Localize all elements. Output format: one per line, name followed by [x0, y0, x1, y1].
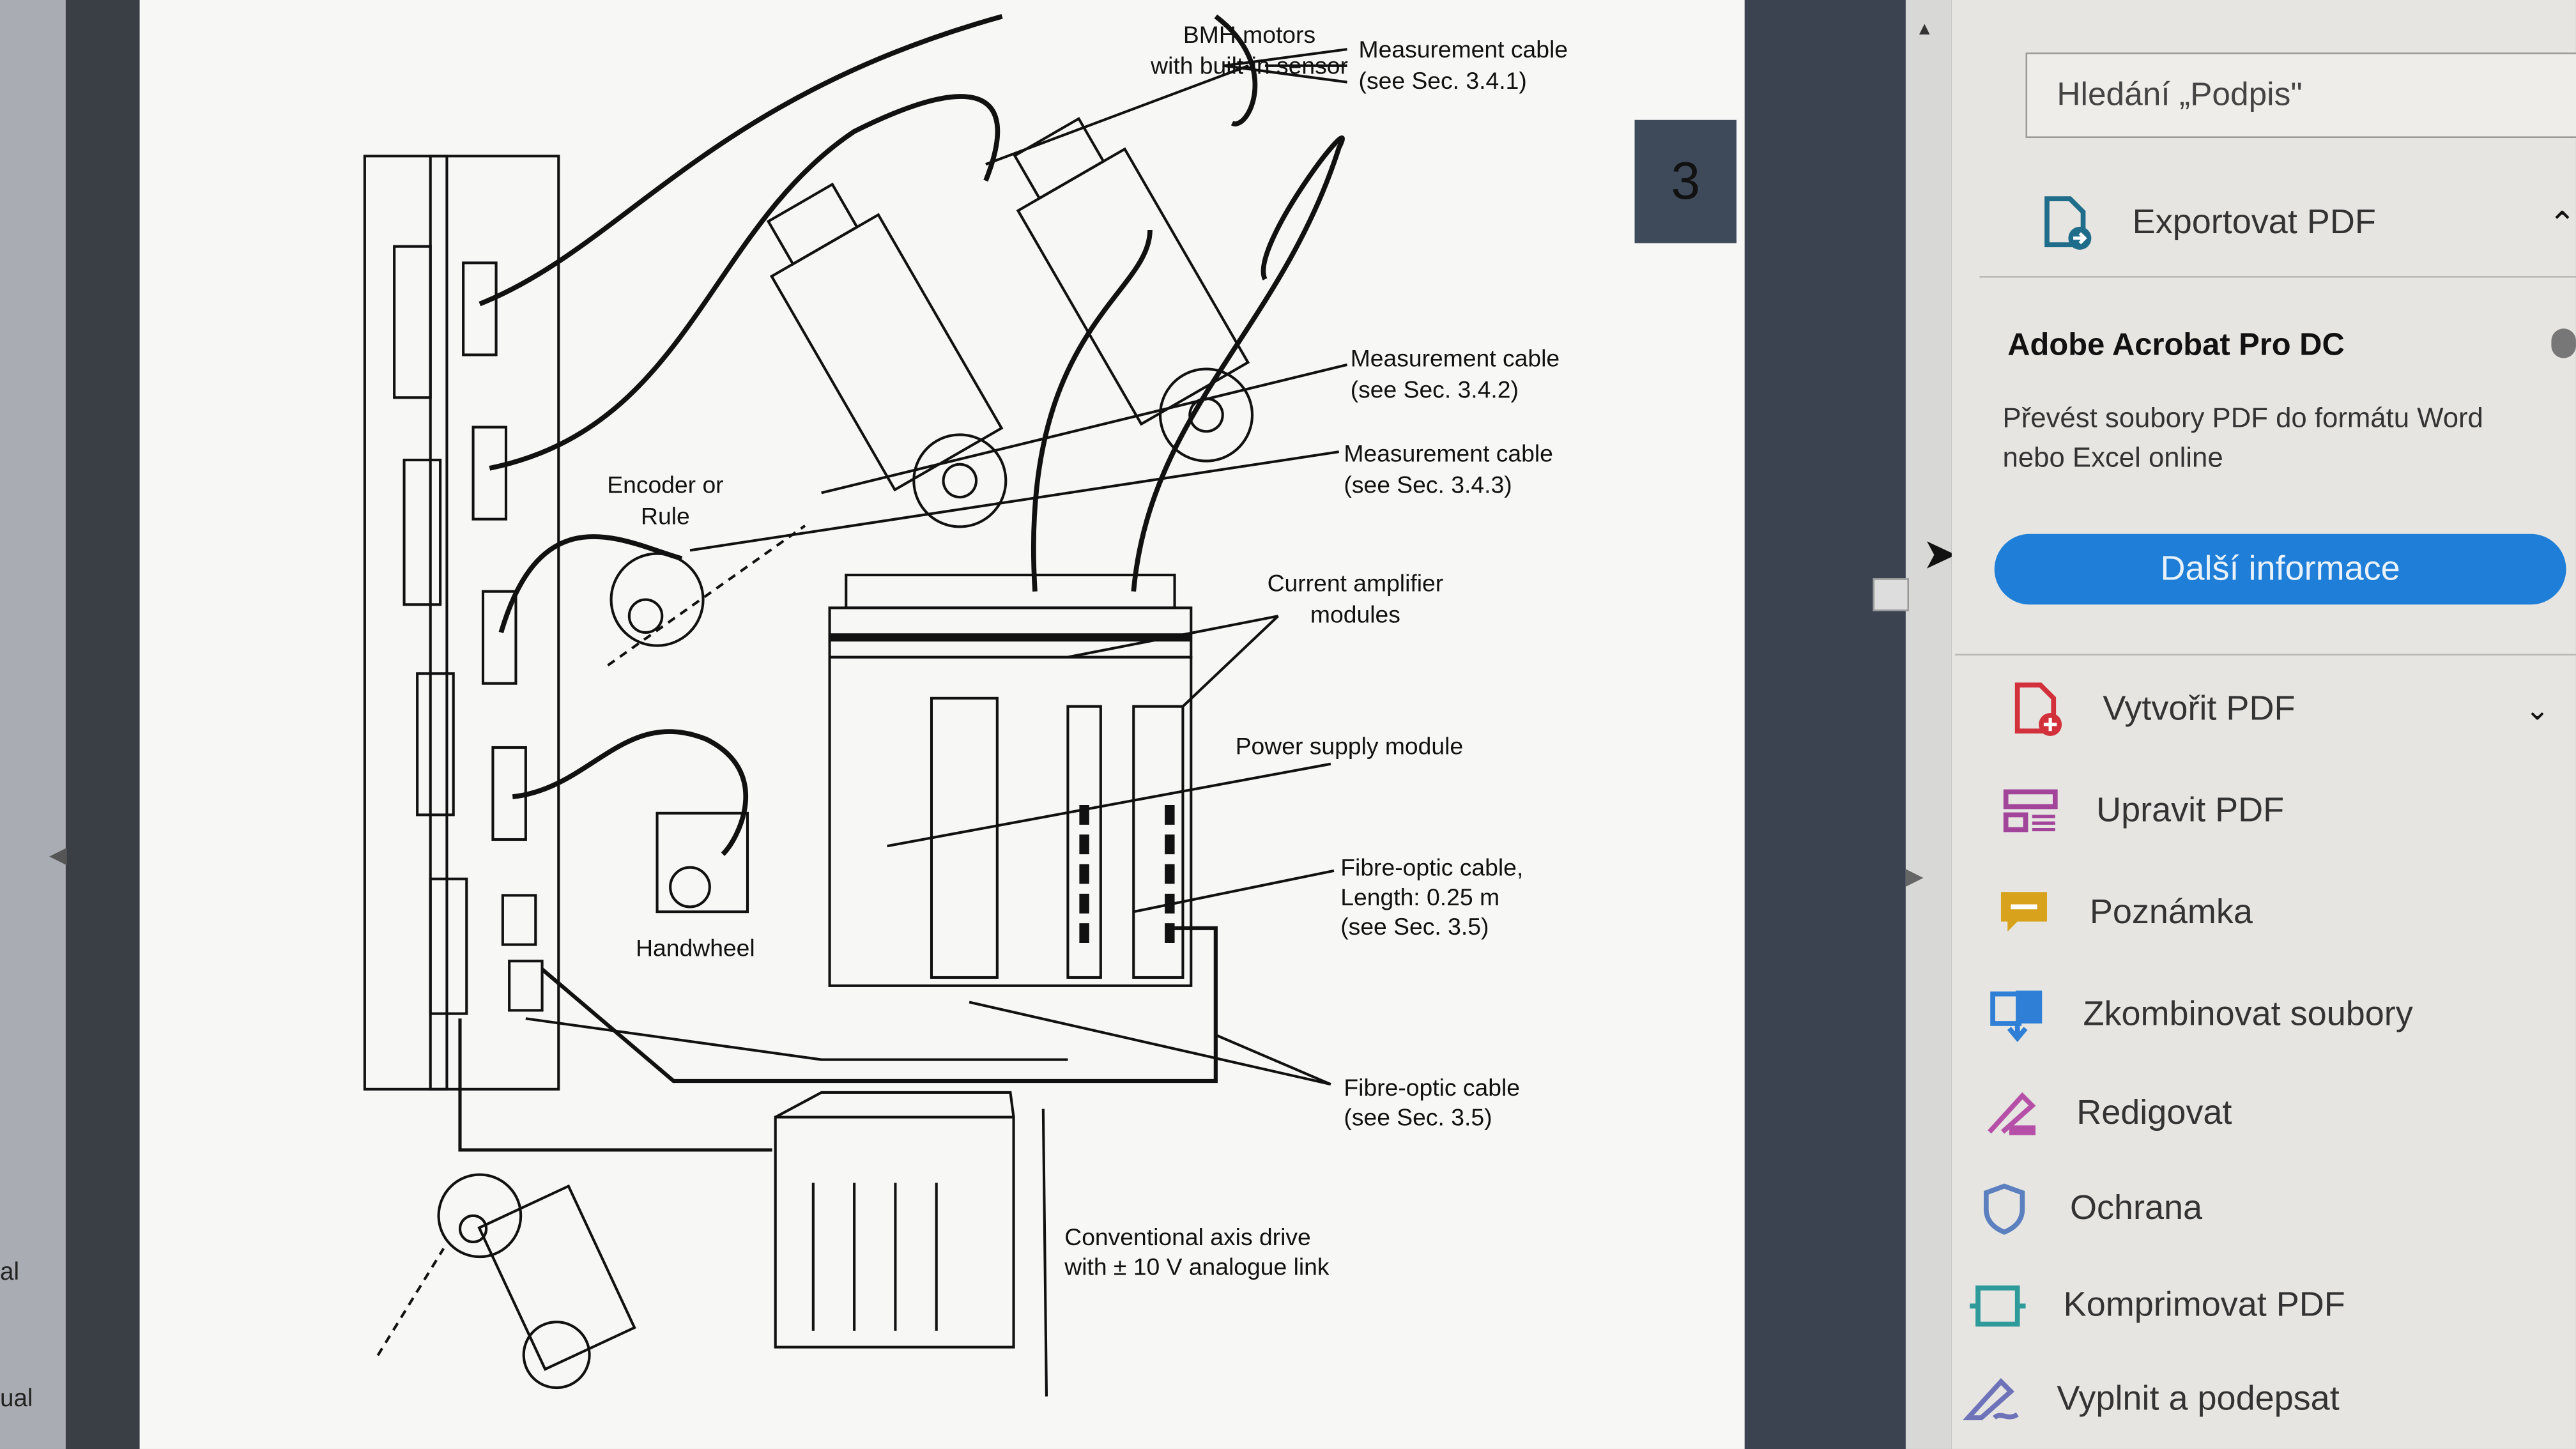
- controller-rack-2: [429, 155, 560, 1091]
- label-measurement-cable-342: Measurement cable(see Sec. 3.4.2): [1350, 346, 1560, 404]
- label-fibre-optic-1: Fibre-optic cable,Length: 0.25 m(see Sec…: [1340, 855, 1524, 942]
- tool-compress-pdf[interactable]: Komprimovat PDF: [1968, 1276, 2576, 1336]
- chevron-down-icon[interactable]: ⌄: [2525, 692, 2550, 726]
- tool-protect[interactable]: Ochrana: [1975, 1179, 2576, 1239]
- fill-sign-icon: [1961, 1370, 2021, 1430]
- export-pdf-header[interactable]: Exportovat PDF ⌃: [2037, 194, 2576, 253]
- promo-title: Adobe Acrobat Pro DC: [2007, 328, 2345, 364]
- conventional-drive: [774, 1116, 1015, 1349]
- bmh-motor-2: [1013, 116, 1254, 463]
- scroll-up-arrow-icon[interactable]: ▲: [1915, 19, 1934, 40]
- export-pdf-icon: [2037, 194, 2097, 253]
- shield-icon: [1975, 1179, 2034, 1239]
- info-icon[interactable]: [2551, 328, 2576, 358]
- combine-files-icon: [1988, 986, 2047, 1045]
- tool-comment[interactable]: Poznámka: [1995, 884, 2576, 943]
- encoder: [610, 552, 705, 647]
- tool-label: Poznámka: [2089, 893, 2253, 931]
- label-measurement-cable-341: Measurement cable(see Sec. 3.4.1): [1358, 38, 1568, 96]
- system-diagram: [363, 13, 1348, 1397]
- left-panel-inner: [0, 0, 66, 1449]
- search-input[interactable]: Hledání „Podpis": [2025, 52, 2576, 138]
- redact-icon: [1981, 1084, 2041, 1144]
- bmh-motor-1: [766, 182, 1008, 528]
- tool-label: Redigovat: [2076, 1094, 2232, 1132]
- tool-label: Zkombinovat soubory: [2083, 995, 2413, 1034]
- label-fibre-optic-2: Fibre-optic cable(see Sec. 3.5): [1344, 1076, 1521, 1132]
- divider: [1979, 275, 2576, 278]
- amplifier-unit: [828, 656, 1193, 987]
- label-power-supply: Power supply module: [1235, 734, 1464, 761]
- tool-fill-sign[interactable]: Vyplnit a podepsat: [1961, 1370, 2576, 1430]
- left-edge-text: ual: [0, 1384, 33, 1413]
- label-handwheel: Handwheel: [636, 936, 755, 963]
- left-edge-text: al: [0, 1258, 20, 1287]
- amplifier-top: [828, 606, 1193, 659]
- tool-label: Vyplnit a podepsat: [2057, 1379, 2340, 1418]
- scroll-thumb[interactable]: [1873, 578, 1909, 611]
- tool-label: Komprimovat PDF: [2063, 1286, 2345, 1324]
- collapse-left-arrow-icon[interactable]: ◀: [49, 841, 67, 868]
- tool-redact[interactable]: Redigovat: [1981, 1084, 2576, 1144]
- edit-pdf-icon: [2001, 782, 2060, 841]
- tool-label: Ochrana: [2069, 1189, 2203, 1227]
- tool-label: Vytvořit PDF: [2103, 689, 2296, 728]
- document-background: [1744, 0, 1909, 1449]
- comment-icon: [1995, 884, 2054, 943]
- page-number: 3: [1634, 119, 1736, 243]
- label-measurement-cable-343: Measurement cable(see Sec. 3.4.3): [1344, 441, 1553, 500]
- more-info-button[interactable]: Další informace: [1994, 533, 2566, 605]
- tool-create-pdf[interactable]: Vytvořit PDF ⌄: [2007, 680, 2550, 740]
- export-pdf-label: Exportovat PDF: [2132, 203, 2376, 241]
- tool-edit-pdf[interactable]: Upravit PDF: [2001, 782, 2576, 841]
- chevron-up-icon[interactable]: ⌃: [2548, 206, 2576, 243]
- expand-panel-arrow-icon[interactable]: ▶: [1905, 862, 1924, 889]
- controller-rack-1: [363, 155, 448, 1091]
- scrollbar[interactable]: ▲ ▶: [1873, 0, 1952, 1449]
- divider: [1954, 654, 2576, 656]
- handwheel: [656, 811, 749, 914]
- tool-label: Upravit PDF: [2096, 792, 2285, 830]
- compress-pdf-icon: [1968, 1276, 2028, 1336]
- tool-combine-files[interactable]: Zkombinovat soubory: [1988, 986, 2576, 1045]
- create-pdf-icon: [2007, 680, 2067, 740]
